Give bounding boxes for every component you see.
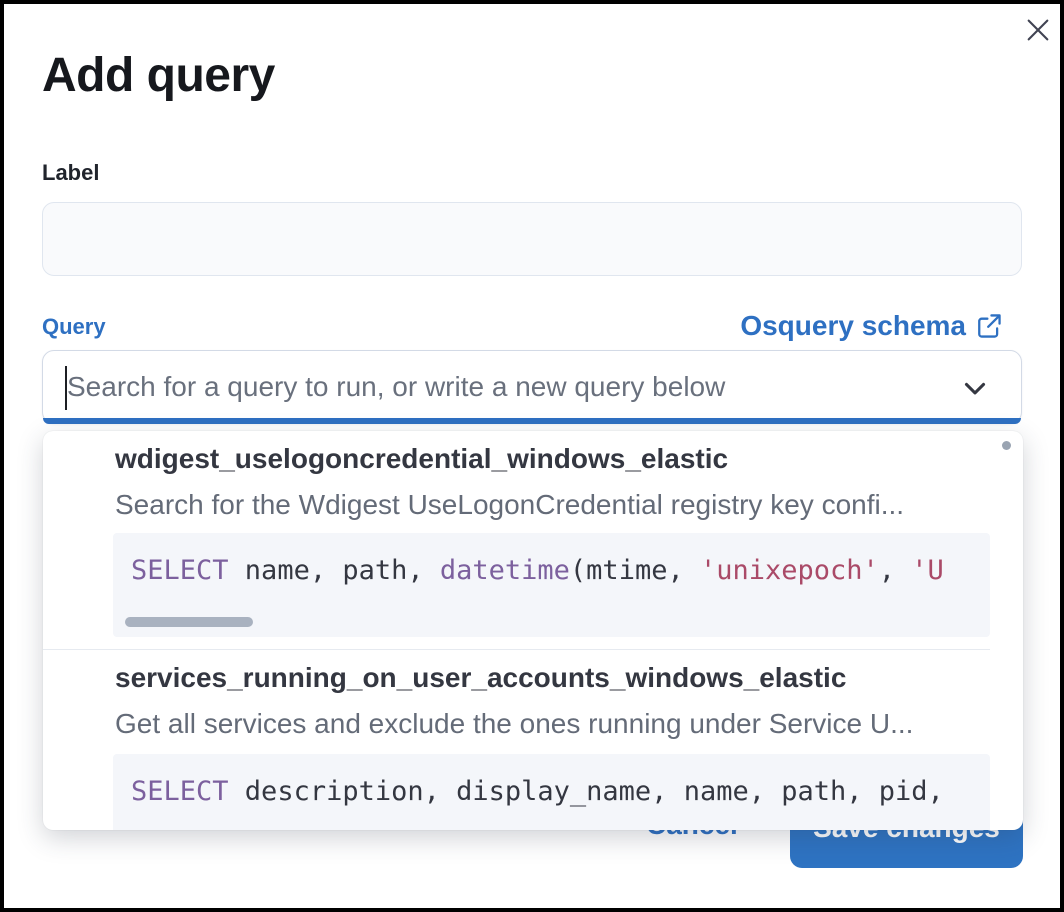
label-input[interactable] bbox=[42, 202, 1022, 276]
text-caret bbox=[65, 366, 67, 410]
osquery-schema-link[interactable]: Osquery schema bbox=[740, 310, 1002, 342]
query-option-wdigest[interactable]: wdigest_uselogoncredential_windows_elast… bbox=[43, 431, 1023, 649]
external-link-icon bbox=[976, 313, 1002, 339]
vertical-scrollbar-thumb[interactable] bbox=[1002, 441, 1011, 450]
query-combobox[interactable] bbox=[42, 350, 1022, 424]
sql-code-line: SELECT name, path, datetime(mtime, 'unix… bbox=[131, 555, 944, 586]
label-field-label: Label bbox=[42, 160, 100, 185]
close-icon bbox=[1024, 16, 1052, 44]
query-option-services-running[interactable]: services_running_on_user_accounts_window… bbox=[43, 650, 1023, 830]
close-button[interactable] bbox=[1020, 12, 1056, 48]
chevron-down-icon bbox=[958, 371, 992, 405]
focus-indicator-bar bbox=[43, 418, 1021, 424]
osquery-schema-link-label: Osquery schema bbox=[740, 310, 966, 341]
query-suggestions-dropdown: wdigest_uselogoncredential_windows_elast… bbox=[43, 431, 1023, 830]
sql-code-line: SELECT description, display_name, name, … bbox=[131, 776, 944, 807]
sql-code-block: SELECT name, path, datetime(mtime, 'unix… bbox=[113, 533, 990, 637]
horizontal-scrollbar-thumb[interactable] bbox=[125, 617, 253, 627]
sql-code-block: SELECT description, display_name, name, … bbox=[113, 754, 990, 830]
page-title: Add query bbox=[42, 49, 275, 102]
option-title: services_running_on_user_accounts_window… bbox=[115, 662, 847, 693]
option-description: Search for the Wdigest UseLogonCredentia… bbox=[115, 489, 905, 520]
option-title: wdigest_uselogoncredential_windows_elast… bbox=[115, 443, 729, 474]
combobox-toggle-button[interactable] bbox=[957, 370, 993, 406]
query-field-label: Query bbox=[42, 314, 106, 339]
option-description: Get all services and exclude the ones ru… bbox=[115, 708, 914, 739]
query-search-input[interactable] bbox=[65, 355, 945, 419]
option-divider bbox=[43, 649, 990, 650]
